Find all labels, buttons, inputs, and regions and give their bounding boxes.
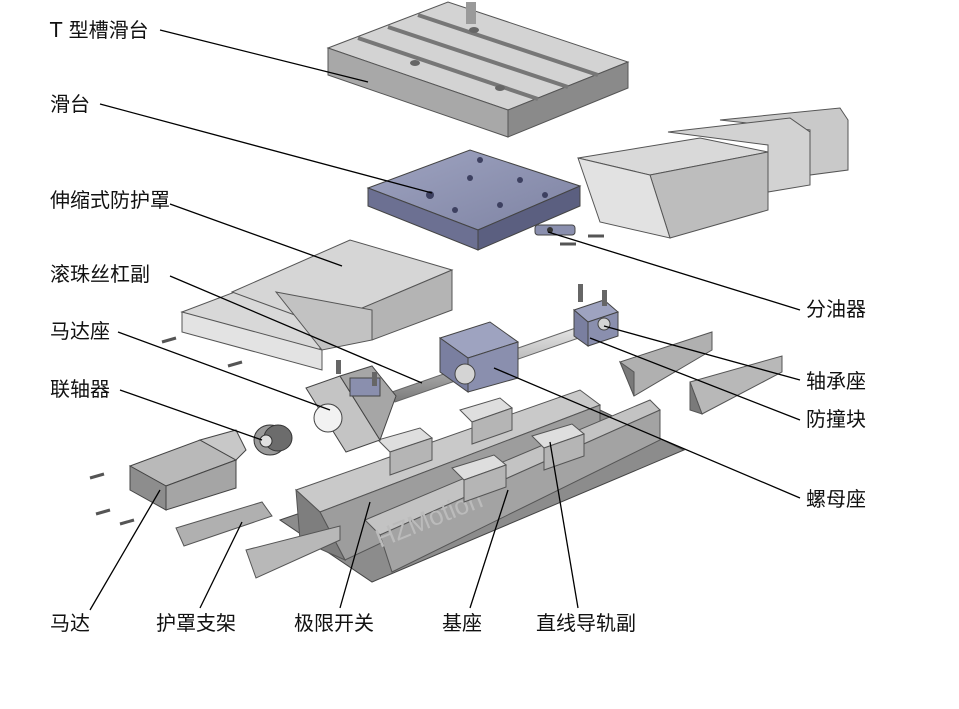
motor-mount xyxy=(305,360,397,453)
leader-limit-switch xyxy=(339,501,371,609)
telescopic-cover-right xyxy=(577,107,849,239)
label-oil-distributor: 分油器 xyxy=(806,297,866,321)
label-motor: 马达 xyxy=(50,611,90,635)
leader-lines xyxy=(89,29,801,611)
leader-linear-guide xyxy=(549,441,579,609)
label-bearing-block: 轴承座 xyxy=(806,369,866,393)
leader-nut-block xyxy=(493,367,801,499)
label-cover-bracket: 护罩支架 xyxy=(156,611,236,635)
leader-bumper xyxy=(589,337,801,421)
telescopic-cover-left xyxy=(180,239,454,371)
leader-coupling xyxy=(119,389,263,441)
linear-guide-carriages xyxy=(377,397,585,503)
leader-t-slot-table xyxy=(159,29,369,83)
label-ball-screw: 滚珠丝杠副 xyxy=(50,262,150,286)
leader-bearing-block xyxy=(603,325,801,381)
label-slide-table: 滑台 xyxy=(50,92,90,116)
label-base: 基座 xyxy=(442,611,482,635)
leader-base xyxy=(469,489,509,609)
leader-motor xyxy=(89,489,161,611)
coupling xyxy=(253,424,293,456)
cover-bracket xyxy=(175,501,341,579)
nut-block xyxy=(438,321,520,393)
label-linear-guide: 直线导轨副 xyxy=(536,611,636,635)
leader-cover-bracket xyxy=(199,521,243,609)
bumpers xyxy=(618,331,783,415)
fasteners xyxy=(89,336,243,526)
label-t-slot-table: T 型槽滑台 xyxy=(50,18,149,42)
label-telescopic-cover: 伸缩式防护罩 xyxy=(50,188,170,212)
leader-motor-mount xyxy=(117,331,331,411)
label-bumper: 防撞块 xyxy=(806,407,866,431)
t-slot-table xyxy=(326,1,630,138)
oil-distributor xyxy=(534,224,604,246)
leader-telescopic-cover xyxy=(169,203,343,267)
leader-oil-distributor xyxy=(547,231,801,311)
slide-table xyxy=(366,149,582,251)
leader-slide-table xyxy=(99,103,433,194)
leader-ball-screw xyxy=(169,275,423,384)
label-limit-switch: 极限开关 xyxy=(294,611,374,635)
label-coupling: 联轴器 xyxy=(50,377,110,401)
label-motor-mount: 马达座 xyxy=(50,319,110,343)
bearing-block xyxy=(573,284,619,347)
label-nut-block: 螺母座 xyxy=(806,487,866,511)
motor xyxy=(128,429,247,511)
